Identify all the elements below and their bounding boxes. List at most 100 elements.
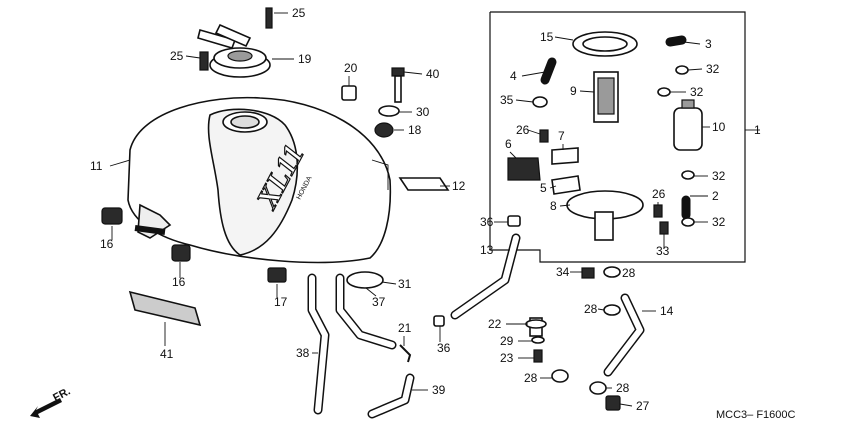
callout-28: 28	[616, 381, 630, 395]
callout-leader	[515, 99, 534, 103]
callout-35: 35	[500, 93, 514, 107]
strainer-6	[507, 157, 541, 181]
callout-15: 15	[540, 30, 554, 44]
hose-clamp-31	[346, 271, 384, 289]
callout-leader	[509, 151, 517, 159]
callout-26: 26	[516, 123, 530, 137]
callout-25: 25	[292, 6, 306, 20]
callout-27: 27	[636, 399, 650, 413]
callout-36: 36	[437, 341, 451, 355]
callout-36: 36	[480, 215, 494, 229]
callout-22: 22	[488, 317, 502, 331]
callout-25: 25	[170, 49, 184, 63]
washer-28-set	[551, 266, 621, 395]
callout-19: 19	[298, 52, 312, 66]
callout-30: 30	[416, 105, 430, 119]
callout-28: 28	[584, 302, 598, 316]
cushion-16b	[171, 244, 191, 262]
callout-1: 1	[754, 123, 761, 137]
callout-leader	[687, 68, 703, 71]
callout-21: 21	[398, 321, 412, 335]
callout-12: 12	[452, 179, 466, 193]
callout-34: 34	[556, 265, 570, 279]
nut-34	[581, 267, 595, 279]
base-8	[566, 190, 644, 241]
fitting-26a	[539, 129, 549, 143]
callout-leader	[185, 55, 201, 59]
callout-23: 23	[500, 351, 514, 365]
callout-6: 6	[505, 137, 512, 151]
clip-17	[267, 267, 287, 283]
callout-10: 10	[712, 120, 726, 134]
bolt-23	[533, 349, 543, 363]
pump-9	[593, 71, 619, 123]
diagram-code: MCC3– F1600C	[716, 409, 796, 421]
callout-33: 33	[656, 244, 670, 258]
clip-20	[341, 85, 357, 101]
callout-leader	[521, 71, 546, 77]
callout-28: 28	[622, 266, 636, 280]
callout-31: 31	[398, 277, 412, 291]
callout-leader	[365, 287, 377, 297]
callout-32: 32	[706, 62, 720, 76]
callout-17: 17	[274, 295, 288, 309]
callout-16: 16	[172, 275, 186, 289]
fuel-cap	[197, 7, 273, 78]
callout-29: 29	[500, 334, 514, 348]
callout-leader	[549, 185, 557, 189]
callout-39: 39	[432, 383, 446, 397]
callout-3: 3	[705, 37, 712, 51]
callout-41: 41	[160, 347, 174, 361]
callout-leader	[109, 159, 131, 167]
callout-leader	[527, 129, 541, 135]
callout-7: 7	[558, 129, 565, 143]
clamp-36a	[507, 215, 521, 227]
callout-26: 26	[652, 187, 666, 201]
callout-14: 14	[660, 304, 674, 318]
clamp-36b	[433, 315, 445, 327]
nut-27	[605, 395, 621, 411]
callout-40: 40	[426, 67, 440, 81]
washer-30	[378, 105, 400, 117]
callout-38: 38	[296, 346, 310, 360]
callout-leader	[403, 71, 423, 75]
callout-2: 2	[712, 189, 719, 203]
fitting-33	[659, 221, 669, 235]
clamp-35	[532, 96, 548, 108]
callout-37: 37	[372, 295, 386, 309]
bolt-40	[391, 67, 405, 103]
callout-32: 32	[690, 85, 704, 99]
washer-29	[531, 336, 545, 344]
front-direction-label: FR.	[51, 385, 72, 404]
clip-32-set	[657, 65, 695, 227]
bracket-7	[551, 147, 579, 165]
callout-leader	[683, 41, 701, 45]
elbow-21	[399, 344, 412, 363]
gasket-15	[572, 31, 638, 57]
callout-28: 28	[524, 371, 538, 385]
callout-5: 5	[540, 181, 547, 195]
callout-leader	[619, 403, 633, 407]
callout-leader	[579, 90, 595, 93]
front-direction-arrow	[30, 398, 62, 418]
callout-leader	[554, 36, 574, 41]
cushion-16a	[101, 207, 123, 225]
fitting-26b	[653, 204, 663, 218]
callout-leader	[559, 204, 571, 207]
assembly-box	[489, 11, 746, 263]
callout-20: 20	[344, 61, 358, 75]
callout-32: 32	[712, 215, 726, 229]
seal-41	[128, 290, 202, 327]
callout-4: 4	[510, 69, 517, 83]
callout-leader	[597, 308, 605, 311]
valve-22	[525, 317, 547, 337]
callout-13: 13	[480, 243, 494, 257]
fuel-tank	[127, 96, 392, 264]
holder-5	[551, 175, 581, 195]
callout-16: 16	[100, 237, 114, 251]
callout-18: 18	[408, 123, 422, 137]
callout-8: 8	[550, 199, 557, 213]
callout-leader	[381, 281, 397, 285]
